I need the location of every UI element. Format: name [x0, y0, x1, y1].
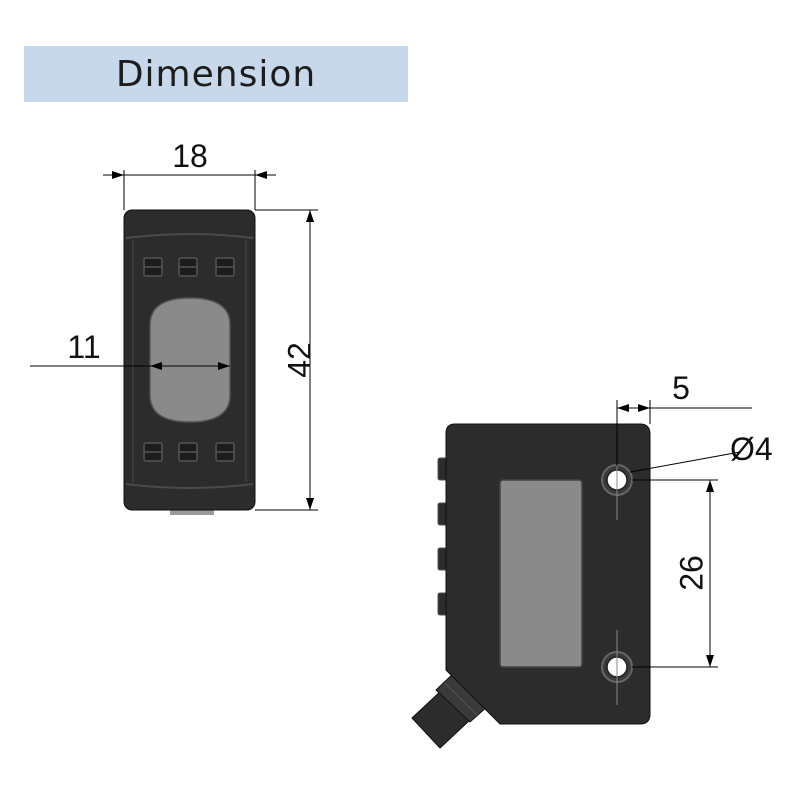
- side-view: 5 Ø4 26: [411, 370, 773, 749]
- offset-label: 5: [672, 370, 690, 406]
- hole-diameter-leader: Ø4: [629, 431, 773, 473]
- header-title: Dimension: [115, 53, 317, 95]
- front-bottom-slots: [143, 442, 235, 462]
- front-window-dimension: 11: [30, 329, 230, 370]
- front-height-dimension: 42: [255, 209, 318, 511]
- front-lens-window: [149, 297, 231, 423]
- spacing-label: 26: [673, 555, 709, 591]
- height-label: 42: [281, 342, 317, 378]
- width-label: 18: [172, 138, 208, 174]
- side-spacing-dimension: 26: [632, 479, 718, 668]
- hole-label: Ø4: [730, 431, 773, 467]
- header-band: Dimension: [24, 46, 408, 102]
- front-top-slots: [143, 257, 235, 277]
- side-display-window: [499, 479, 583, 668]
- front-width-dimension: 18: [103, 138, 276, 210]
- front-bottom-band: [125, 483, 254, 489]
- side-cable: [411, 671, 489, 749]
- side-offset-dimension: 5: [616, 370, 752, 466]
- front-top-band: [125, 233, 254, 239]
- window-label: 11: [67, 329, 100, 365]
- front-view: 18 42 11: [30, 138, 318, 515]
